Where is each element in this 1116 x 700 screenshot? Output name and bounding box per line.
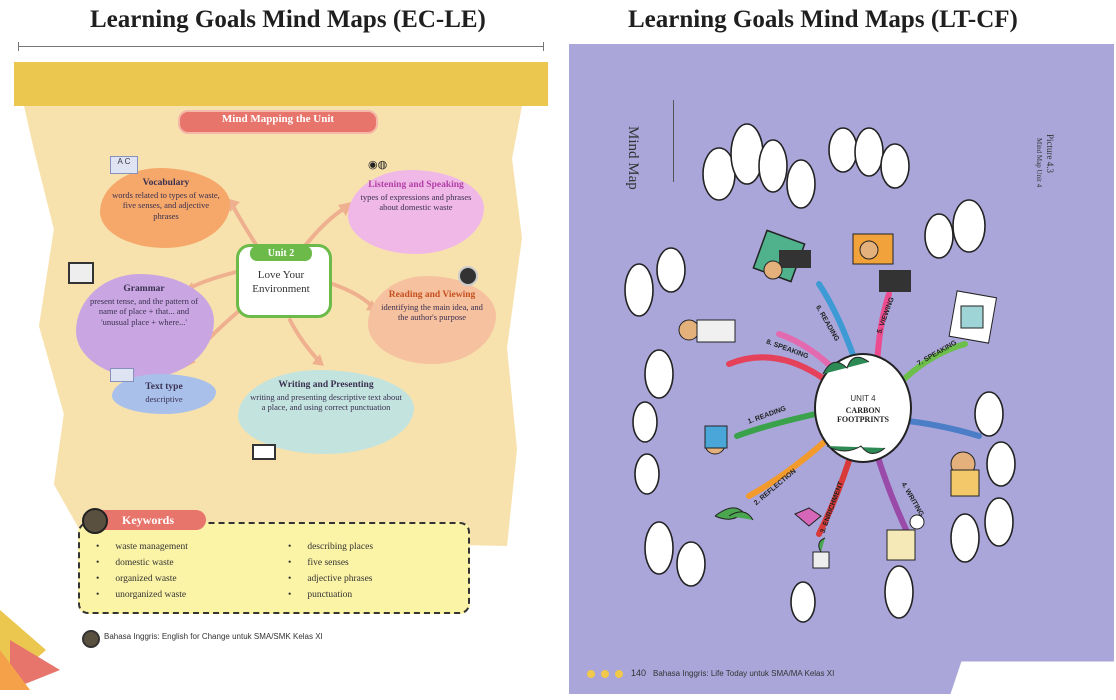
page-number: 140	[631, 668, 647, 678]
listening-body: types of expressions and phrases about d…	[360, 191, 472, 213]
keyword-item: unorganized waste	[96, 590, 186, 600]
texttype-icon	[110, 368, 134, 382]
header-band	[14, 62, 548, 106]
right-page: Mind Map Picture 4.3 Mind Map Unit 4	[569, 44, 1114, 694]
eye-icon	[458, 266, 478, 286]
texttype-node: Text type descriptive	[116, 382, 212, 404]
grammar-icon	[68, 262, 94, 284]
grammar-body: present tense, and the pattern of name o…	[89, 295, 199, 327]
mind-map-graphic	[587, 123, 1016, 678]
reading-node: Reading and Viewing identifying the main…	[376, 290, 488, 323]
banner-text: Mind Mapping the Unit	[221, 113, 335, 125]
abc-icon: A C	[110, 156, 138, 174]
listening-node: Listening and Speaking types of expressi…	[356, 180, 476, 213]
grammar-title: Grammar	[123, 284, 165, 294]
keywords-box	[78, 522, 470, 614]
vocabulary-title: Vocabulary	[142, 178, 190, 188]
reading-title: Reading and Viewing	[388, 290, 476, 300]
keyword-item: punctuation	[288, 590, 352, 600]
writing-blob	[238, 370, 414, 454]
grammar-blob	[76, 274, 214, 378]
left-page-title: Learning Goals Mind Maps (EC-LE)	[90, 6, 486, 33]
laptop-icon	[252, 444, 276, 460]
headset-icon: ◉◍	[368, 159, 388, 171]
vocabulary-blob	[100, 168, 230, 248]
corner-decoration	[0, 610, 60, 690]
keywords-tab	[88, 510, 206, 530]
center-unit: UNIT 4	[850, 394, 876, 403]
keyword-item: domestic waste	[96, 558, 173, 568]
texttype-title: Text type	[145, 382, 183, 392]
keywords-title: Keywords	[122, 513, 174, 527]
listening-blob	[348, 170, 484, 254]
center-tag: Unit 2	[250, 246, 312, 261]
grammar-node: Grammar present tense, and the pattern o…	[84, 284, 204, 327]
vocabulary-node: Vocabulary words related to types of was…	[110, 178, 222, 221]
key-icon	[82, 508, 108, 534]
center-carbon-title: CARBON FOOTPRINTS	[836, 406, 889, 424]
keyword-item: organized waste	[96, 574, 176, 584]
right-footer: Bahasa Inggris: Life Today untuk SMA/MA …	[653, 669, 835, 678]
keyword-item: describing places	[288, 542, 373, 552]
texttype-body: descriptive	[145, 393, 183, 404]
left-footer: Bahasa Inggris: English for Change untuk…	[104, 632, 323, 641]
left-page: Mind Mapping the Unit Unit 2 Love Your E…	[0, 40, 548, 690]
footer-icon	[82, 630, 100, 648]
writing-body: writing and presenting descriptive text …	[250, 391, 402, 413]
reading-body: identifying the main idea, and the autho…	[381, 301, 483, 323]
keyword-item: waste management	[96, 542, 188, 552]
center-title: Love Your Environment	[252, 269, 310, 295]
keyword-item: five senses	[288, 558, 348, 568]
keyword-item: adjective phrases	[288, 574, 372, 584]
writing-title: Writing and Presenting	[278, 380, 374, 390]
listening-title: Listening and Speaking	[368, 180, 464, 190]
reading-blob	[368, 276, 496, 364]
right-page-title: Learning Goals Mind Maps (LT-CF)	[628, 6, 1018, 33]
mind-map-banner	[178, 110, 378, 134]
vocabulary-body: words related to types of waste, five se…	[112, 189, 220, 221]
writing-node: Writing and Presenting writing and prese…	[250, 380, 402, 413]
